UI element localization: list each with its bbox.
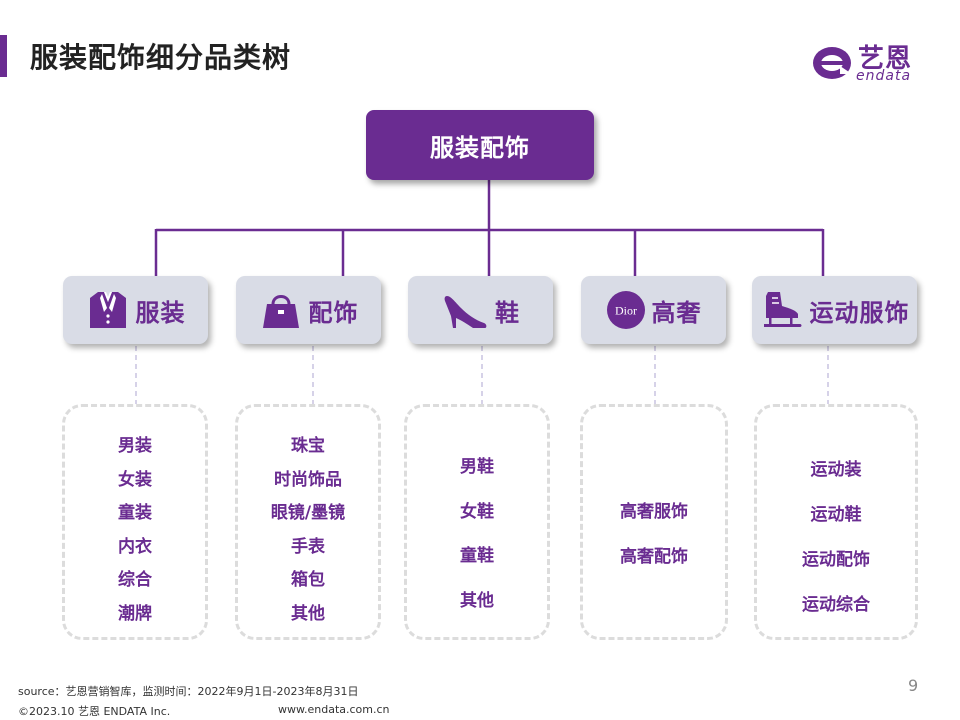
- handbag-icon: [259, 288, 303, 332]
- list-item: 手表: [291, 536, 325, 557]
- list-item: 运动综合: [802, 595, 870, 615]
- list-item: 内衣: [118, 536, 152, 557]
- category-label: 高奢: [651, 298, 702, 327]
- list-item: 潮牌: [118, 603, 152, 624]
- list-item: 高奢配饰: [620, 547, 688, 567]
- category-clothing: 服装: [63, 276, 208, 344]
- title-accent-bar: [0, 35, 7, 77]
- list-item: 其他: [460, 590, 494, 611]
- subcategory-list: 运动装 运动鞋 运动配饰 运动综合: [757, 455, 915, 635]
- list-item: 童鞋: [460, 546, 494, 566]
- category-shoes: 鞋: [408, 276, 553, 344]
- list-item: 珠宝: [291, 436, 325, 456]
- page-title: 服装配饰细分品类树: [30, 41, 292, 74]
- subcategory-list: 珠宝 时尚饰品 眼镜/墨镜 手表 箱包 其他: [238, 431, 378, 632]
- list-item: 眼镜/墨镜: [270, 503, 346, 523]
- high-heel-icon: [441, 288, 489, 332]
- list-item: 运动鞋: [810, 505, 862, 525]
- list-item: 其他: [291, 603, 325, 624]
- subcategory-box-shoes: 男鞋 女鞋 童鞋 其他: [404, 404, 550, 640]
- footer-source: source：艺恩营销智库，监测时间：2022年9月1日-2023年8月31日: [18, 685, 359, 698]
- skate-icon: [760, 288, 804, 332]
- subcategory-list: 男装 女装 童装 内衣 综合 潮牌: [65, 431, 205, 632]
- category-label: 运动服饰: [809, 298, 910, 327]
- footer-copyright: ©2023.10 艺恩 ENDATA Inc.: [18, 705, 171, 718]
- page-number: 9: [908, 676, 919, 695]
- category-accessories: 配饰: [236, 276, 381, 344]
- category-label: 服装: [135, 298, 186, 327]
- list-item: 高奢服饰: [620, 502, 688, 522]
- subcategory-box-sportswear: 运动装 运动鞋 运动配饰 运动综合: [754, 404, 918, 640]
- dior-badge-text: Dior: [615, 304, 637, 318]
- list-item: 运动配饰: [802, 550, 870, 570]
- logo-text-en: endata: [856, 68, 912, 84]
- endata-logo-icon: [813, 47, 852, 79]
- list-item: 时尚饰品: [274, 469, 342, 490]
- category-label: 鞋: [495, 298, 520, 327]
- footer-url[interactable]: www.endata.com.cn: [278, 703, 390, 716]
- list-item: 女鞋: [460, 501, 494, 522]
- subcategory-list: 男鞋 女鞋 童鞋 其他: [407, 452, 547, 630]
- subcategory-list: 高奢服饰 高奢配饰: [583, 497, 725, 587]
- subcategory-box-clothing: 男装 女装 童装 内衣 综合 潮牌: [62, 404, 208, 640]
- category-luxury: Dior 高奢: [581, 276, 726, 344]
- list-item: 运动装: [810, 460, 862, 480]
- list-item: 男装: [118, 436, 152, 456]
- logo-text-cn: 艺恩: [858, 44, 913, 74]
- list-item: 女装: [118, 469, 152, 490]
- category-sportswear: 运动服饰: [752, 276, 917, 344]
- suit-jacket-icon: [86, 288, 130, 332]
- endata-logo: 艺恩 endata: [810, 38, 930, 86]
- subcategory-box-accessories: 珠宝 时尚饰品 眼镜/墨镜 手表 箱包 其他: [235, 404, 381, 640]
- root-node: 服装配饰: [366, 110, 594, 180]
- list-item: 箱包: [291, 570, 325, 590]
- list-item: 综合: [118, 570, 152, 590]
- subcategory-box-luxury: 高奢服饰 高奢配饰: [580, 404, 728, 640]
- category-label: 配饰: [308, 298, 359, 327]
- list-item: 男鞋: [460, 457, 494, 477]
- list-item: 童装: [118, 503, 152, 523]
- dior-badge-icon: Dior: [606, 290, 646, 330]
